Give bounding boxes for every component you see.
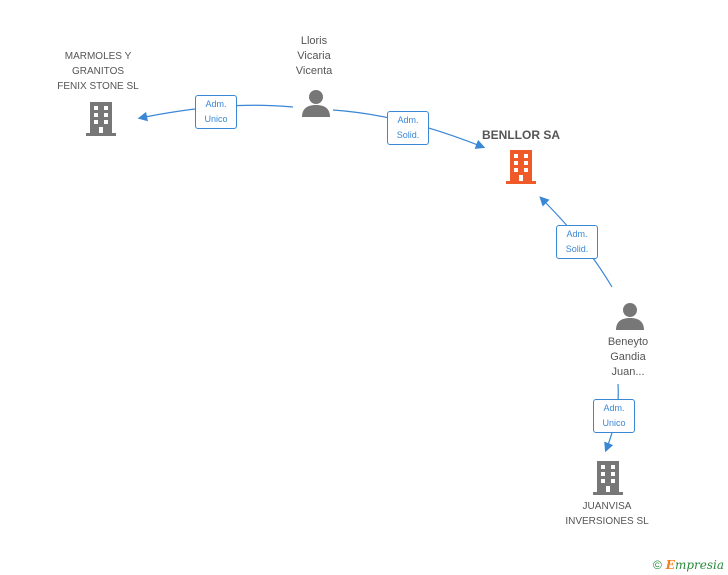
copyright-symbol: © [652,558,662,572]
person-icon[interactable] [301,88,331,118]
brand-initial: E [665,558,675,572]
edge-label-adm-solid[interactable]: Adm. Solid. [556,225,598,259]
company-label-marmoles[interactable]: MARMOLES Y GRANITOS FENIX STONE SL [57,51,139,92]
person-icon[interactable] [615,301,645,331]
footer-brand[interactable]: ©Empresia [653,558,724,572]
edge-label-adm-unico[interactable]: Adm. Unico [195,95,237,129]
person-label-lloris[interactable]: Lloris Vicaria Vicenta [295,35,333,77]
main-company-label[interactable]: BENLLOR SA [482,128,560,142]
building-icon[interactable] [85,100,117,136]
building-icon[interactable] [505,148,537,184]
brand-name: mpresia [674,558,724,572]
edge-label-adm-unico[interactable]: Adm. Unico [593,399,635,433]
person-label-beneyto[interactable]: Beneyto Gandia Juan... [607,336,649,378]
company-label-juanvisa[interactable]: JUANVISA INVERSIONES SL [565,501,649,527]
building-icon[interactable] [592,459,624,495]
edge-label-adm-solid[interactable]: Adm. Solid. [387,111,429,145]
